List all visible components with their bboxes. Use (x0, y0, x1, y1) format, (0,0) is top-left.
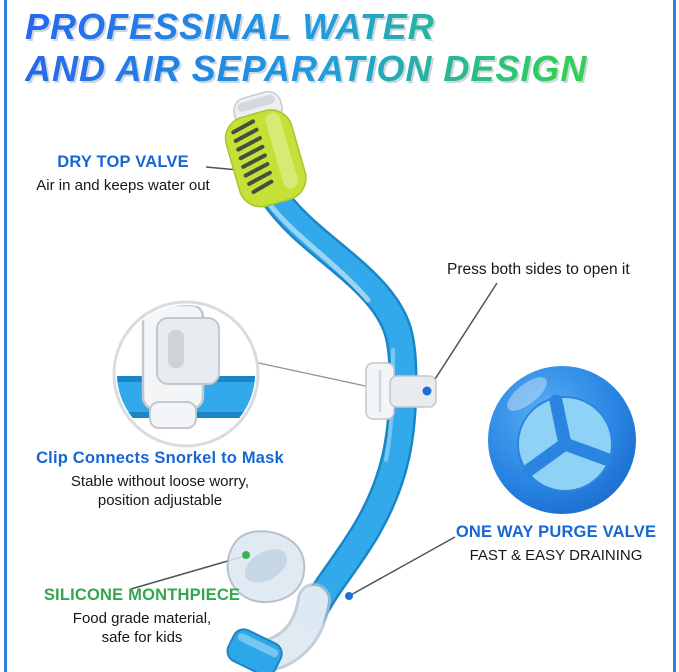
snorkel-clip-graphic (365, 362, 437, 420)
purge-valve-desc: FAST & EASY DRAINING (469, 546, 643, 564)
right-border-line (673, 0, 676, 672)
clip-callout: Clip Connects Snorkel to Mask Stable wit… (10, 449, 310, 511)
leader-line-clip-inset (253, 361, 371, 388)
leader-lines (130, 166, 498, 597)
clip-desc-line1: Stable without loose worry, (70, 472, 250, 490)
mouthpiece-title: SILICONE MONTHPIECE (43, 586, 241, 604)
left-border-line (4, 0, 7, 672)
headline-line1: PROFESSINAL WATER (25, 6, 435, 47)
mouthpiece-desc-line1: Food grade material, (72, 609, 212, 627)
leader-line-mouthpiece (130, 555, 246, 590)
press-to-open-note: Press both sides to open it (447, 261, 630, 278)
headline: PROFESSINAL WATER AND AIR SEPARATION DES… (25, 6, 587, 91)
headline-line2: AND AIR SEPARATION DESIGN (25, 48, 588, 90)
mouthpiece-graphic (226, 530, 331, 672)
leader-dot-press-to-open (422, 386, 432, 396)
leader-dot-purge-valve (345, 592, 353, 600)
dry-top-valve-desc: Air in and keeps water out (36, 176, 210, 194)
dry-top-valve-graphic (224, 90, 307, 208)
purge-valve-spokes (522, 394, 613, 477)
clip-inset-circle (112, 300, 260, 448)
purge-valve-title: ONE WAY PURGE VALVE (455, 523, 657, 541)
clip-desc-line2: position adjustable (97, 492, 223, 510)
leader-line-purge-valve (348, 536, 456, 597)
dry-top-valve-callout: DRY TOP VALVE Air in and keeps water out (18, 153, 228, 195)
purge-valve-inset-circle (488, 366, 636, 514)
leader-line-press-to-open (427, 282, 498, 391)
mouthpiece-desc: Food grade material, safe for kids (32, 609, 252, 648)
clip-desc: Stable without loose worry, position adj… (10, 472, 310, 511)
leader-dot-mouthpiece (242, 551, 250, 559)
clip-title: Clip Connects Snorkel to Mask (36, 449, 284, 467)
mouthpiece-desc-line2: safe for kids (101, 629, 183, 647)
valve-vent-slats (231, 119, 274, 194)
dry-top-valve-title: DRY TOP VALVE (57, 153, 189, 171)
purge-valve-callout: ONE WAY PURGE VALVE FAST & EASY DRAINING (440, 523, 672, 565)
mouthpiece-callout: SILICONE MONTHPIECE Food grade material,… (32, 586, 252, 648)
purge-outlet-graphic (226, 628, 283, 672)
